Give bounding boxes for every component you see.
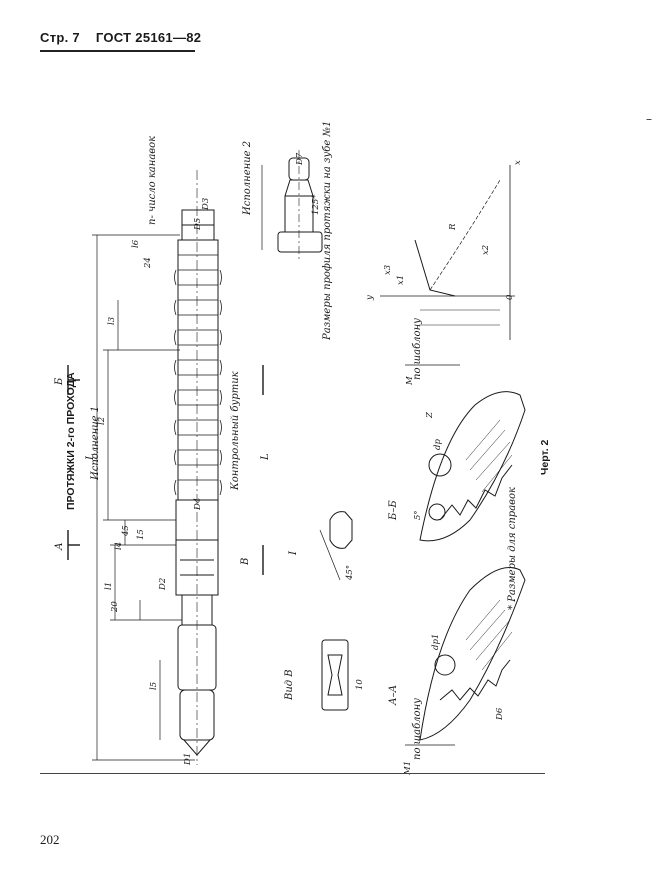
arrow-b-label: В (240, 558, 251, 566)
variant-1-label: Исполнение 1 (90, 406, 101, 481)
section-bb-label: Б–Б (388, 500, 399, 521)
dim-angle-5: 5° (413, 510, 423, 520)
dim-D4: D4 (193, 498, 203, 511)
side-mark: – (646, 112, 652, 126)
dim-M: M (405, 376, 415, 386)
section-b-mark: Б (54, 377, 65, 386)
mfg-label-aa: по шаблону (412, 698, 423, 760)
dim-24: 24 (143, 257, 153, 269)
dim-angle-45: 45° (345, 565, 355, 581)
dim-L-2: L (260, 453, 271, 461)
broach-body (174, 209, 222, 756)
dim-zero: 0 (505, 294, 515, 300)
dim-l2: l2 (97, 417, 107, 425)
dim-D6: D6 (495, 707, 505, 721)
variant-2-shank (261, 150, 323, 262)
section-a-mark: А (54, 542, 65, 551)
dim-dp: dp (433, 439, 443, 450)
dim-20: 20 (110, 601, 120, 613)
figure-label: Черт. 2 (539, 439, 551, 475)
dim-l5: l5 (149, 682, 159, 690)
standard-number: ГОСТ 25161—82 (95, 30, 202, 45)
dim-10: 10 (355, 679, 365, 690)
dim-15: 15 (136, 529, 146, 540)
dim-l1: l1 (104, 582, 114, 590)
control-collar-label: Контрольный буртик (230, 371, 241, 491)
dim-x2: x2 (481, 245, 491, 255)
dim-D5: D5 (193, 218, 203, 231)
dim-l4: l4 (114, 542, 124, 550)
dim-dp1: dp1 (431, 634, 441, 650)
page-number: 202 (40, 832, 60, 847)
dim-Z: Z (425, 411, 435, 419)
dim-D7: D7 (295, 152, 305, 166)
dim-M1: M1 (403, 761, 413, 776)
bottom-rule (40, 773, 545, 774)
dim-x: x (513, 160, 523, 165)
mfg-label-bb: по шаблону (412, 318, 423, 380)
footnote-label: * Размеры для справок (507, 487, 518, 610)
view-b-label: Вид В (284, 669, 295, 701)
dim-D1: D1 (183, 753, 193, 766)
dim-l6: l6 (131, 239, 141, 248)
tooth-profile-detail (380, 165, 515, 340)
header-rule (40, 50, 195, 52)
groove-count-label: n- число канавок (147, 136, 158, 225)
section-markers (67, 365, 264, 575)
page-header: Стр. 7 ГОСТ 25161—82 (40, 30, 213, 45)
dim-x3: x3 (383, 265, 393, 275)
section-bb (405, 364, 526, 542)
section-aa-label: А–А (388, 685, 399, 706)
dim-D3: D3 (201, 198, 211, 211)
view-b (321, 639, 349, 711)
dim-45: 45 (121, 525, 131, 537)
drawing-title: ПРОТЯЖКИ 2-го ПРОХОДА (65, 372, 77, 510)
dim-D2: D2 (158, 578, 168, 591)
page-label: Стр. 7 (40, 30, 80, 45)
dim-x1: x1 (396, 275, 406, 285)
dim-125: 125* (311, 194, 321, 215)
variant-2-label: Исполнение 2 (242, 141, 253, 216)
section-aa (405, 567, 526, 746)
detail-i-label: I (288, 550, 299, 556)
dim-l3: l3 (107, 317, 117, 325)
dim-L: L (85, 453, 96, 461)
dim-y: y (365, 295, 375, 301)
dimension-lines (92, 234, 195, 761)
drawing-labels: ПРОТЯЖКИ 2-го ПРОХОДА Исполнение 1 Испол… (54, 121, 551, 776)
dim-R: R (448, 223, 458, 231)
tooth-profile-label: Размеры профиля протяжки на зубе №1 (322, 121, 333, 341)
detail-i (319, 511, 353, 581)
